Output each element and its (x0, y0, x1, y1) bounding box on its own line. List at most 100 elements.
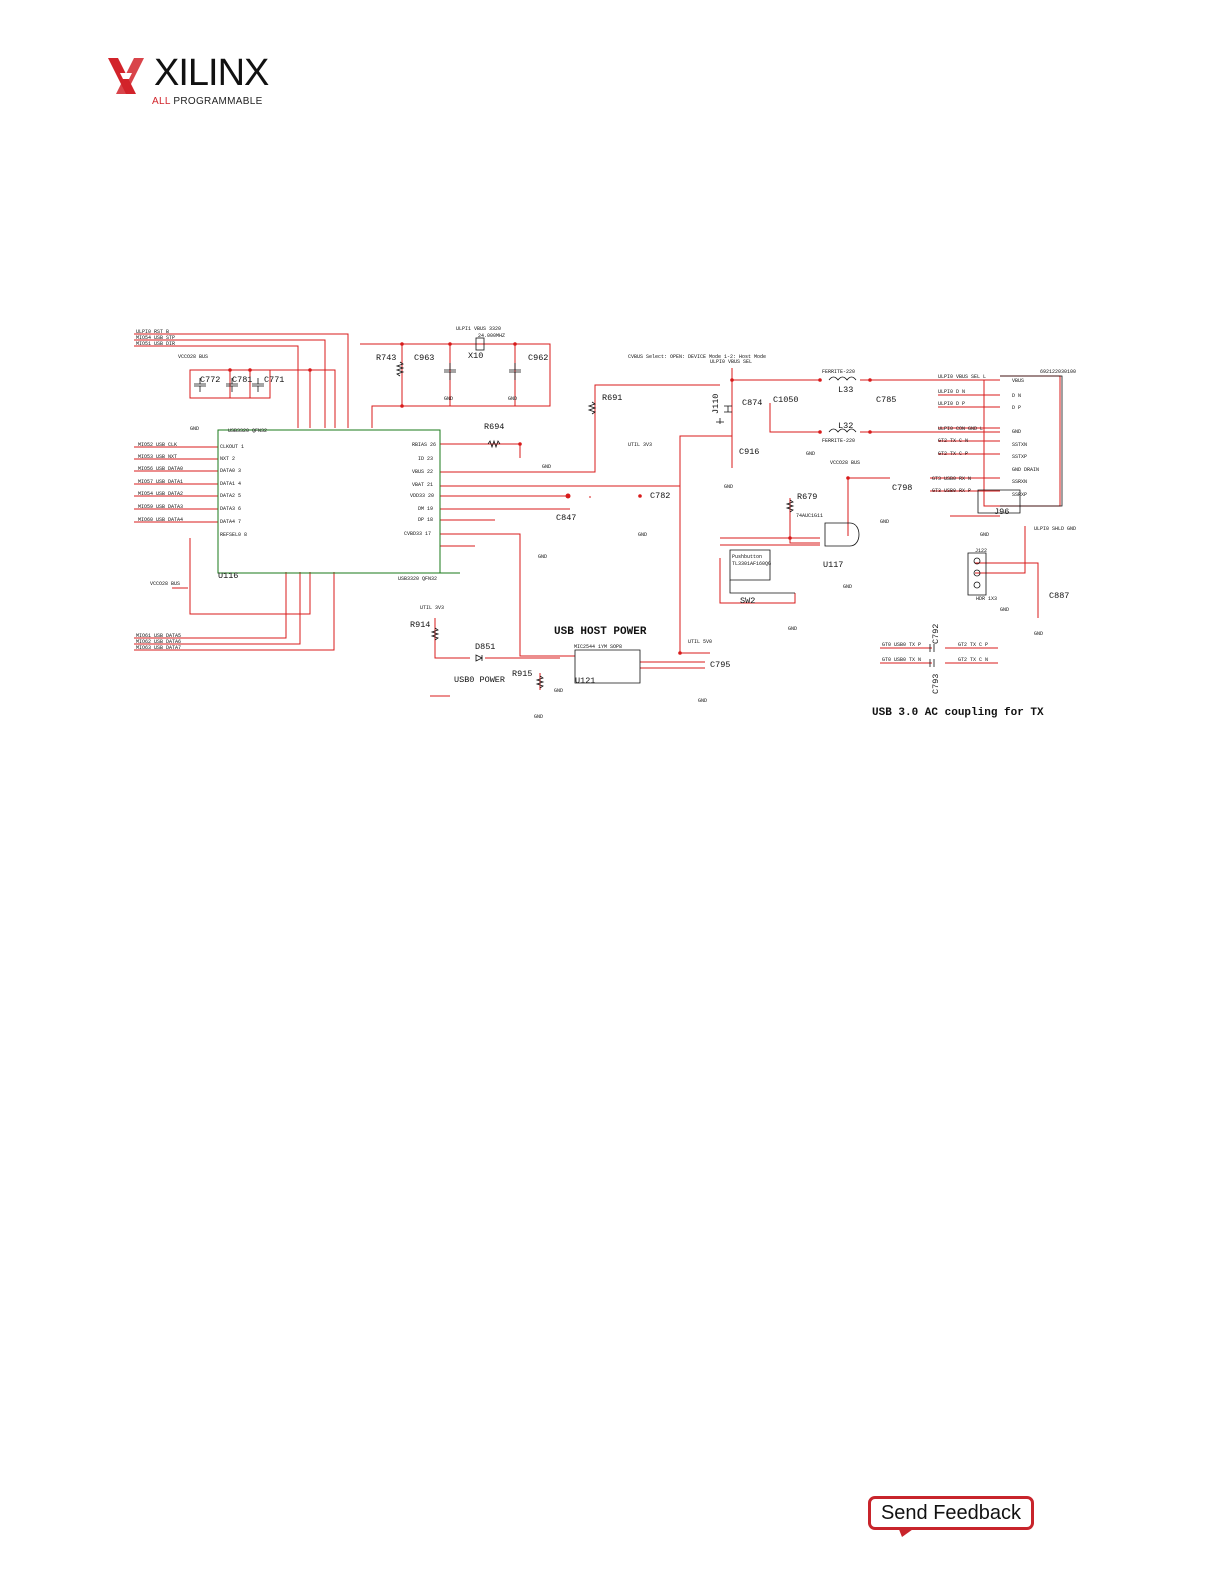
svg-text:RBIAS 26: RBIAS 26 (412, 442, 436, 448)
svg-text:VCCO28 BUS: VCCO28 BUS (178, 354, 208, 360)
svg-text:ULPI0 D P: ULPI0 D P (938, 401, 965, 407)
net-label: MIO52 USB CLK (138, 442, 177, 448)
ref-C785: C785 (876, 395, 896, 405)
svg-text:DATA1 4: DATA1 4 (220, 481, 241, 487)
net-label: MIO53 USB NXT (138, 454, 177, 460)
svg-text:UTIL 3V3: UTIL 3V3 (420, 605, 444, 611)
svg-text:Pushbutton: Pushbutton (732, 554, 762, 560)
svg-text:GT0 USB0 TX P: GT0 USB0 TX P (882, 642, 921, 648)
net-label: MIO51 USB DIR (136, 341, 175, 347)
title-usb-host-power: USB HOST POWER (554, 626, 647, 638)
ref-D851: D851 (475, 642, 495, 652)
svg-text:MIC2544 1YM SOP8: MIC2544 1YM SOP8 (574, 644, 622, 650)
svg-text:REFSEL0 8: REFSEL0 8 (220, 532, 247, 538)
svg-text:GND: GND (843, 584, 852, 590)
usb-schematic-diagram: ULPI0 RST B MIO54 USB STP MIO51 USB DIR … (134, 326, 1076, 720)
logo-wordmark: XILINX (154, 52, 269, 94)
svg-text:GND: GND (638, 532, 647, 538)
svg-text:CVBUS Select: OPEN: DEVICE Mod: CVBUS Select: OPEN: DEVICE Mode 1-2: Hos… (628, 354, 766, 360)
ref-C782: C782 (650, 491, 670, 501)
svg-text:FERRITE-220: FERRITE-220 (822, 438, 855, 444)
send-feedback-label: Send Feedback (880, 1501, 1022, 1524)
net-label: MIO62 USB DATA6 (136, 639, 181, 645)
svg-text:GND: GND (534, 714, 543, 720)
svg-text:GND: GND (554, 688, 563, 694)
svg-text:D N: D N (1012, 393, 1021, 399)
ac-coupling-nets: GT0 USB0 TX P GT0 USB0 TX N GT2 TX C P G… (882, 642, 988, 663)
svg-text:GND: GND (538, 554, 547, 560)
ref-L33: L33 (838, 385, 853, 395)
ref-J110: J110 (711, 394, 721, 414)
svg-text:VCCO28 BUS: VCCO28 BUS (830, 460, 860, 466)
svg-text:SSTXP: SSTXP (1012, 454, 1027, 460)
net-label: MIO54 USB STP (136, 335, 175, 341)
svg-text:CLKOUT 1: CLKOUT 1 (220, 444, 244, 450)
net-label: MIO59 USB DATA3 (138, 504, 183, 510)
svg-text:GND: GND (1034, 631, 1043, 637)
net-label: VCCO28 BUS (150, 581, 180, 587)
ref-R679: R679 (797, 492, 817, 502)
xilinx-mark-icon (108, 58, 144, 94)
ref-C793: C793 (931, 674, 941, 694)
send-feedback-button[interactable]: Send Feedback (868, 1496, 1034, 1530)
ref-C887: C887 (1049, 591, 1069, 601)
ref-C781: C781 (232, 375, 252, 385)
svg-text:GT2 TX C P: GT2 TX C P (958, 642, 988, 648)
ref-C963: C963 (414, 353, 434, 363)
svg-text:NXT 2: NXT 2 (220, 456, 235, 462)
svg-text:GT2 TX C N: GT2 TX C N (938, 438, 968, 444)
ref-J122: J122 (975, 548, 987, 554)
net-label: MIO56 USB DATA0 (138, 466, 183, 472)
component-symbols (194, 337, 1063, 689)
ref-R914: R914 (410, 620, 430, 630)
svg-text:692122030100: 692122030100 (1040, 369, 1076, 375)
left-net-labels: ULPI0 RST B MIO54 USB STP MIO51 USB DIR … (136, 329, 183, 651)
junctions (228, 342, 872, 655)
svg-text:DATA4 7: DATA4 7 (220, 519, 241, 525)
svg-text:24.000MHZ: 24.000MHZ (478, 333, 505, 339)
ref-C874: C874 (742, 398, 762, 408)
svg-text:GND: GND (190, 426, 199, 432)
net-label: MIO63 USB DATA7 (136, 645, 181, 651)
ref-C962: C962 (528, 353, 548, 363)
svg-text:SSRXN: SSRXN (1012, 479, 1027, 485)
svg-text:GT2 TX C N: GT2 TX C N (958, 657, 988, 663)
svg-text:TL3301AF160QG: TL3301AF160QG (732, 561, 771, 567)
svg-text:DM 19: DM 19 (418, 506, 433, 512)
svg-text:ULPI0 VBUS SEL L: ULPI0 VBUS SEL L (938, 374, 986, 380)
ref-SW2: SW2 (740, 596, 755, 606)
ref-C847: C847 (556, 513, 576, 523)
svg-text:ULPI0 VBUS SEL: ULPI0 VBUS SEL (710, 359, 752, 365)
logo-tagline: ALL PROGRAMMABLE (152, 96, 263, 107)
ref-C795: C795 (710, 660, 730, 670)
svg-text:GND DRAIN: GND DRAIN (1012, 467, 1039, 473)
svg-text:UTIL 3V3: UTIL 3V3 (628, 442, 652, 448)
svg-text:GT3 USB0 RX P: GT3 USB0 RX P (932, 488, 971, 494)
ref-L32: L32 (838, 421, 853, 431)
feedback-tail-icon (898, 1527, 916, 1537)
svg-text:SSRXP: SSRXP (1012, 492, 1027, 498)
ref-C792: C792 (931, 624, 941, 644)
ref-C798: C798 (892, 483, 912, 493)
svg-text:GND: GND (542, 464, 551, 470)
svg-text:GND: GND (1012, 429, 1021, 435)
svg-text:CVBD33 17: CVBD33 17 (404, 531, 431, 537)
wires (134, 333, 1061, 697)
svg-text:DP 18: DP 18 (418, 517, 433, 523)
svg-text:ULPI1 VBUS 3320: ULPI1 VBUS 3320 (456, 326, 501, 332)
ref-J96: J96 (994, 507, 1009, 517)
ref-R691: R691 (602, 393, 622, 403)
green-bus (217, 429, 460, 574)
svg-text:FERRITE-220: FERRITE-220 (822, 369, 855, 375)
svg-text:GND: GND (724, 484, 733, 490)
u116-part: USB3320 QFN32 (228, 428, 267, 434)
svg-text:GND: GND (806, 451, 815, 457)
ref-C772: C772 (200, 375, 220, 385)
svg-text:GND: GND (508, 396, 517, 402)
title-usb0-power: USB0 POWER (454, 675, 505, 685)
net-label: MIO61 USB DATA5 (136, 633, 181, 639)
svg-text:DATA0 3: DATA0 3 (220, 468, 241, 474)
svg-text:HDR 1X3: HDR 1X3 (976, 596, 997, 602)
svg-text:GT0 USB0 TX N: GT0 USB0 TX N (882, 657, 921, 663)
misc-labels: ULPI1 VBUS 3320 24.000MHZ ULPI0 VBUS SEL… (178, 326, 1076, 720)
